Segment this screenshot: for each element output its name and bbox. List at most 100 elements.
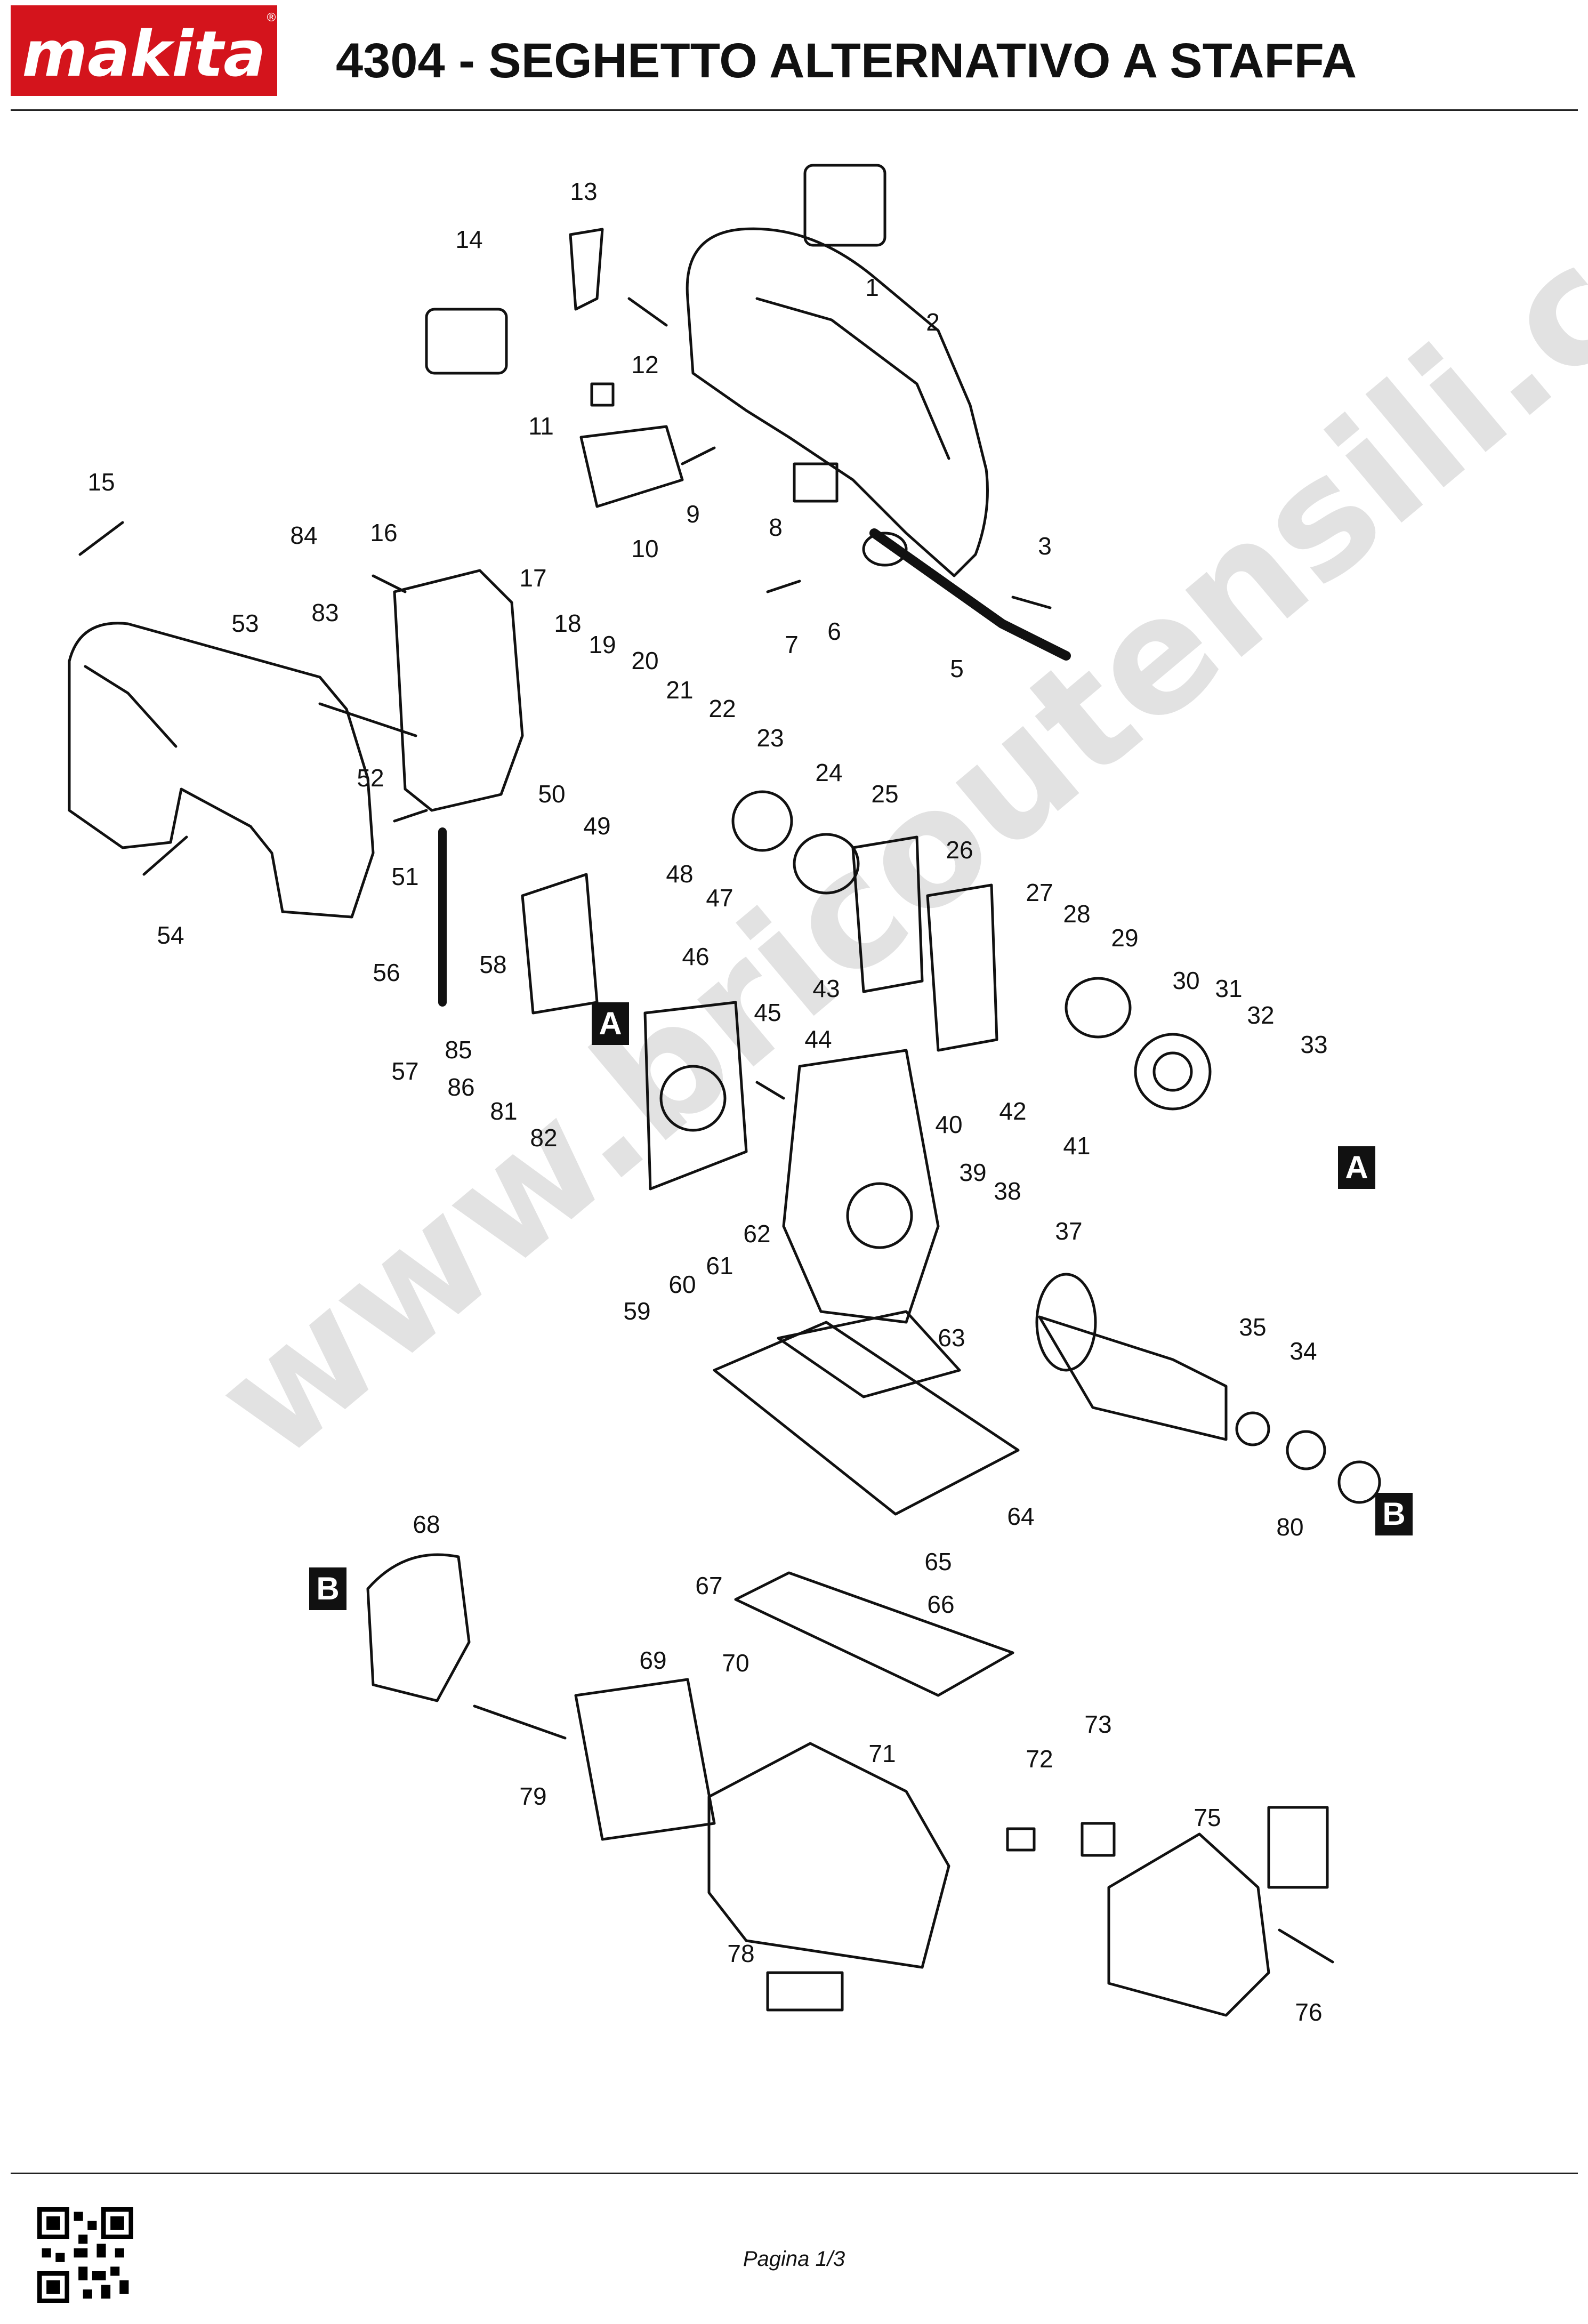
- part-label-81: 81: [490, 1097, 517, 1125]
- part-label-64: 64: [1007, 1502, 1034, 1530]
- part-label-24: 24: [815, 759, 842, 786]
- footer-divider: [11, 2173, 1578, 2174]
- part-label-3: 3: [1038, 532, 1052, 560]
- part-number-labels: 1 2 3 5 6 7 8 9 10 11 12 13 14 15 16 17 …: [87, 178, 1327, 2026]
- part-label-31: 31: [1215, 975, 1242, 1002]
- part-label-11: 11: [528, 412, 554, 440]
- part-label-39: 39: [959, 1159, 986, 1186]
- part-label-20: 20: [631, 647, 658, 674]
- svg-text:B: B: [1382, 1496, 1405, 1532]
- part-label-76: 76: [1295, 1998, 1322, 2026]
- header-divider: [11, 109, 1578, 111]
- part-label-18: 18: [554, 609, 581, 637]
- part-label-23: 23: [756, 724, 784, 752]
- part-label-66: 66: [927, 1590, 954, 1618]
- page-title: 4304 - SEGHETTO ALTERNATIVO A STAFFA: [336, 34, 1357, 88]
- part-label-85: 85: [445, 1036, 472, 1064]
- part-label-82: 82: [530, 1124, 557, 1152]
- part-label-80: 80: [1276, 1513, 1303, 1541]
- part-label-71: 71: [868, 1740, 896, 1767]
- part-label-43: 43: [812, 975, 840, 1002]
- part-label-16: 16: [370, 519, 397, 546]
- part-label-9: 9: [686, 500, 700, 528]
- part-label-79: 79: [519, 1782, 546, 1810]
- part-label-42: 42: [999, 1097, 1026, 1125]
- svg-text:makita: makita: [22, 17, 266, 91]
- part-label-15: 15: [87, 468, 115, 496]
- part-label-54: 54: [157, 921, 184, 949]
- part-label-10: 10: [631, 535, 658, 562]
- part-label-52: 52: [357, 764, 384, 792]
- part-label-61: 61: [706, 1252, 733, 1280]
- part-label-86: 86: [447, 1073, 474, 1101]
- part-label-57: 57: [391, 1057, 418, 1085]
- part-label-19: 19: [589, 631, 616, 658]
- part-label-14: 14: [455, 226, 482, 253]
- part-label-49: 49: [583, 812, 610, 840]
- part-label-62: 62: [743, 1220, 770, 1248]
- part-label-41: 41: [1063, 1132, 1090, 1160]
- part-label-29: 29: [1111, 924, 1138, 952]
- watermark: www.bricoutensili.com: [182, 34, 1588, 1495]
- svg-text:A: A: [1345, 1149, 1368, 1185]
- part-label-1: 1: [865, 274, 879, 301]
- part-label-30: 30: [1172, 967, 1199, 994]
- part-label-21: 21: [666, 676, 693, 704]
- part-label-7: 7: [785, 631, 799, 658]
- part-label-50: 50: [538, 780, 565, 808]
- part-label-68: 68: [413, 1510, 440, 1538]
- part-label-5: 5: [950, 655, 964, 682]
- part-label-12: 12: [631, 351, 658, 379]
- part-label-33: 33: [1300, 1031, 1327, 1058]
- part-label-38: 38: [994, 1177, 1021, 1205]
- page-number: Pagina 1/3: [743, 2247, 845, 2271]
- part-handle-housing: [686, 227, 989, 577]
- part-label-75: 75: [1194, 1804, 1221, 1831]
- callout-B-right: B: [1375, 1493, 1413, 1535]
- part-label-37: 37: [1055, 1217, 1082, 1245]
- part-label-17: 17: [519, 564, 546, 592]
- part-label-51: 51: [391, 863, 418, 890]
- part-label-32: 32: [1247, 1001, 1274, 1029]
- part-label-2: 2: [926, 308, 940, 336]
- part-label-69: 69: [639, 1646, 666, 1674]
- part-label-63: 63: [938, 1324, 965, 1352]
- part-label-78: 78: [727, 1940, 754, 1967]
- part-label-83: 83: [311, 599, 338, 626]
- svg-text:A: A: [599, 1006, 622, 1041]
- part-label-13: 13: [570, 178, 597, 205]
- part-label-56: 56: [373, 959, 400, 986]
- part-label-59: 59: [623, 1297, 650, 1325]
- part-label-44: 44: [804, 1025, 832, 1053]
- callout-A-left: A: [592, 1002, 629, 1045]
- part-label-73: 73: [1084, 1710, 1111, 1738]
- part-label-22: 22: [708, 695, 736, 722]
- part-label-84: 84: [290, 521, 317, 549]
- part-label-65: 65: [924, 1548, 952, 1575]
- part-label-47: 47: [706, 884, 733, 912]
- part-label-27: 27: [1026, 879, 1053, 906]
- part-label-70: 70: [722, 1649, 749, 1677]
- part-label-6: 6: [827, 617, 841, 645]
- svg-text:B: B: [316, 1571, 339, 1606]
- part-label-72: 72: [1026, 1745, 1053, 1773]
- part-label-28: 28: [1063, 900, 1090, 928]
- part-label-46: 46: [682, 943, 709, 970]
- part-label-35: 35: [1239, 1313, 1266, 1341]
- part-label-48: 48: [666, 860, 693, 888]
- part-label-26: 26: [946, 836, 973, 864]
- makita-logo: makita ®: [11, 5, 277, 96]
- part-label-67: 67: [695, 1572, 722, 1599]
- part-label-40: 40: [935, 1111, 962, 1138]
- part-label-45: 45: [754, 999, 781, 1026]
- part-label-25: 25: [871, 780, 898, 808]
- callout-B-left: B: [309, 1567, 346, 1610]
- qr-code-icon: [37, 2207, 133, 2303]
- part-label-53: 53: [231, 609, 259, 637]
- part-label-34: 34: [1289, 1337, 1317, 1365]
- part-label-58: 58: [479, 951, 506, 978]
- callout-A-right: A: [1338, 1146, 1375, 1189]
- part-switch: [803, 164, 886, 247]
- part-label-8: 8: [769, 513, 783, 541]
